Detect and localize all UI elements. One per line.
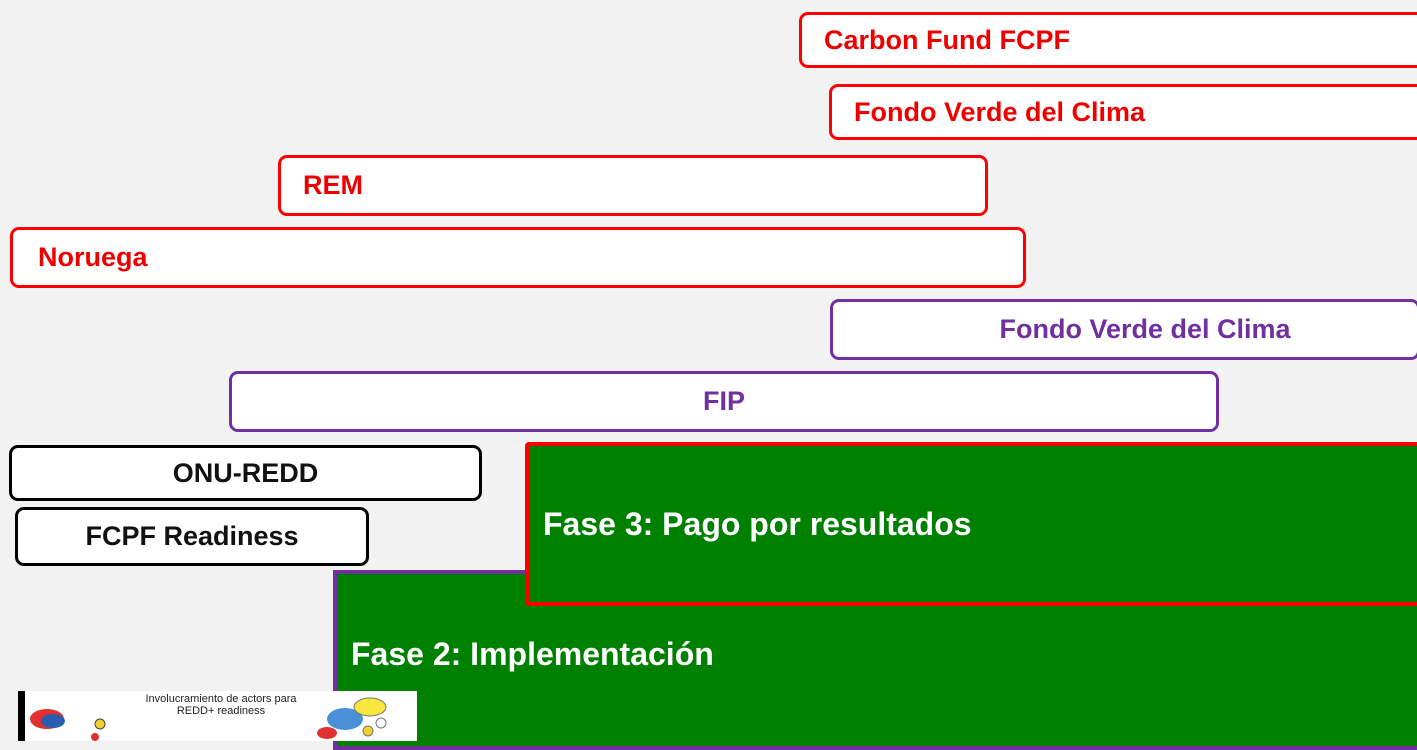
funding-label-onu-redd: ONU-REDD (172, 457, 319, 488)
funding-label-fcpf-readiness: FCPF Readiness (85, 521, 299, 551)
funding-bar-rem: REM (278, 155, 988, 216)
stakeholder-thumbnail: Involucramiento de actors para REDD+ rea… (18, 691, 417, 741)
funding-label-fondo-verde-purple: Fondo Verde del Clima (999, 314, 1291, 344)
funding-label-rem: REM (303, 170, 363, 200)
funding-bar-fondo-verde-purple: Fondo Verde del Clima (830, 299, 1417, 360)
thumbnail-caption-line2: REDD+ readiness (176, 705, 266, 717)
funding-label-carbon-fund: Carbon Fund FCPF (824, 24, 1070, 55)
funding-bar-fip: FIP (229, 371, 1219, 432)
phase-3-block: Fase 3: Pago por resultados (525, 442, 1417, 606)
funding-bar-fondo-verde-red: Fondo Verde del Clima (829, 84, 1417, 140)
phase-3-label: Fase 3: Pago por resultados (543, 505, 972, 542)
funding-label-fip: FIP (702, 386, 745, 416)
funding-label-noruega: Noruega (38, 242, 148, 272)
phase-2-label: Fase 2: Implementación (351, 636, 714, 672)
thumbnail-caption-line1: Involucramiento de actors para (145, 693, 297, 705)
funding-bar-fcpf-readiness: FCPF Readiness (15, 507, 369, 566)
funding-label-fondo-verde-red: Fondo Verde del Clima (854, 96, 1146, 127)
funding-bar-onu-redd: ONU-REDD (9, 445, 482, 501)
funding-bar-carbon-fund: Carbon Fund FCPF (799, 12, 1417, 68)
funding-bar-noruega: Noruega (10, 227, 1026, 288)
